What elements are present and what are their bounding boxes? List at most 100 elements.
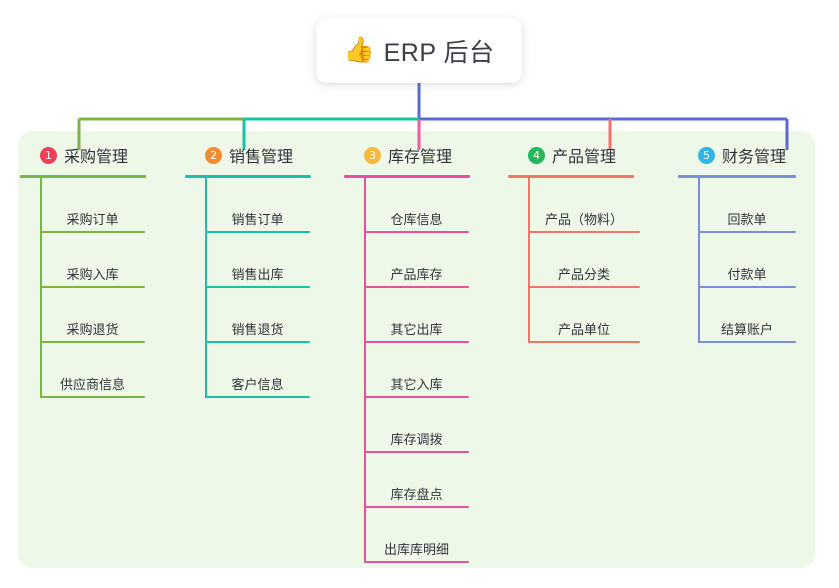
branch-trunk-line: [698, 178, 700, 343]
branch-leaf-item[interactable]: 结算账户: [698, 288, 796, 343]
branch-leaf-label: 客户信息: [231, 377, 284, 392]
branch-leaf-rule: [528, 231, 640, 233]
branch-header-rule: [678, 175, 796, 178]
branch-column-1: 1 采购管理采购订单采购入库采购退货供应商信息: [20, 141, 185, 398]
branch-leaf-item[interactable]: 产品分类: [528, 233, 640, 288]
branch-leaf-label: 产品库存: [390, 267, 443, 282]
branch-leaf-label: 产品（物料）: [544, 212, 623, 227]
branch-column-5: 5 财务管理回款单付款单结算账户: [678, 141, 839, 343]
branches-panel: [18, 131, 815, 568]
branch-leaf-label: 其它出库: [390, 322, 443, 337]
branch-leaf-rule: [205, 286, 310, 288]
branch-leaf-item[interactable]: 库存盘点: [364, 453, 469, 508]
branch-leaf-item[interactable]: 付款单: [698, 233, 796, 288]
branch-trunk-line: [364, 178, 366, 563]
branch-leaf-item[interactable]: 其它入库: [364, 343, 469, 398]
branch-header-rule: [344, 175, 470, 178]
branch-leaf-label: 出库库明细: [383, 542, 449, 557]
branch-title: 采购管理: [64, 149, 129, 166]
branch-leaf-rule: [364, 561, 469, 563]
branch-leaf-rule: [528, 286, 640, 288]
branch-leaf-item[interactable]: 销售订单: [205, 178, 310, 233]
branch-leaf-item[interactable]: 供应商信息: [40, 343, 145, 398]
branch-leaf-rule: [205, 231, 310, 233]
branch-column-3: 3 库存管理仓库信息产品库存其它出库其它入库库存调拨库存盘点出库库明细: [344, 141, 514, 563]
thumbs-up-icon: 👍: [343, 36, 375, 64]
branch-leaf-label: 销售出库: [231, 267, 284, 282]
branch-leaf-rule: [698, 231, 796, 233]
branch-leaf-label: 采购入库: [66, 267, 119, 282]
branch-leaf-item[interactable]: 仓库信息: [364, 178, 469, 233]
branch-items: 回款单付款单结算账户: [678, 178, 839, 343]
branch-leaf-rule: [364, 396, 469, 398]
branch-title: 库存管理: [388, 149, 453, 166]
branch-leaf-label: 采购退货: [66, 322, 119, 337]
branch-leaf-item[interactable]: 出库库明细: [364, 508, 469, 563]
branch-leaf-item[interactable]: 库存调拨: [364, 398, 469, 453]
branch-leaf-item[interactable]: 产品单位: [528, 288, 640, 343]
branch-leaf-item[interactable]: 采购退货: [40, 288, 145, 343]
branch-leaf-rule: [40, 341, 145, 343]
branch-header-5[interactable]: 5 财务管理: [678, 141, 839, 169]
branch-leaf-item[interactable]: 采购入库: [40, 233, 145, 288]
branch-items: 产品（物料） 产品分类产品单位: [508, 178, 678, 343]
branch-leaf-rule: [205, 341, 310, 343]
branch-items: 销售订单销售出库销售退货客户信息: [185, 178, 350, 398]
branch-header-rule: [185, 175, 311, 178]
branch-leaf-rule: [698, 341, 796, 343]
branch-title: 产品管理: [552, 149, 617, 166]
branch-leaf-rule: [364, 286, 469, 288]
root-node-content: 👍 ERP 后台: [343, 33, 494, 69]
branch-items: 仓库信息产品库存其它出库其它入库库存调拨库存盘点出库库明细: [344, 178, 514, 563]
branch-leaf-rule: [364, 451, 469, 453]
branch-header-rule: [508, 175, 634, 178]
branch-header-3[interactable]: 3 库存管理: [344, 141, 514, 169]
branch-leaf-rule: [364, 341, 469, 343]
branch-trunk-line: [205, 178, 207, 398]
branch-title: 财务管理: [722, 149, 787, 166]
branch-leaf-item[interactable]: 产品库存: [364, 233, 469, 288]
root-title: ERP 后台: [383, 38, 495, 67]
root-node[interactable]: 👍 ERP 后台: [316, 18, 522, 83]
branch-trunk-line: [40, 178, 42, 398]
branch-leaf-rule: [40, 396, 145, 398]
branch-leaf-item[interactable]: 采购订单: [40, 178, 145, 233]
branch-leaf-item[interactable]: 其它出库: [364, 288, 469, 343]
branch-leaf-label: 供应商信息: [59, 377, 125, 392]
branch-leaf-label: 结算账户: [720, 322, 773, 337]
branch-leaf-rule: [40, 286, 145, 288]
branch-items: 采购订单采购入库采购退货供应商信息: [20, 178, 185, 398]
branch-header-rule: [20, 175, 146, 178]
branch-leaf-item[interactable]: 销售出库: [205, 233, 310, 288]
branch-leaf-label: 回款单: [727, 212, 767, 227]
branch-leaf-rule: [205, 396, 310, 398]
branch-leaf-item[interactable]: 销售退货: [205, 288, 310, 343]
branch-trunk-line: [528, 178, 530, 343]
branch-leaf-label: 产品单位: [557, 322, 610, 337]
branch-title: 销售管理: [229, 149, 294, 166]
branch-number-badge: 5: [698, 146, 715, 164]
branch-leaf-label: 付款单: [727, 267, 767, 282]
branch-leaf-item[interactable]: 回款单: [698, 178, 796, 233]
branch-number-badge: 1: [40, 146, 57, 164]
branch-leaf-label: 采购订单: [66, 212, 119, 227]
branch-leaf-rule: [40, 231, 145, 233]
branch-leaf-rule: [364, 231, 469, 233]
branch-header-1[interactable]: 1 采购管理: [20, 141, 185, 169]
branch-leaf-item[interactable]: 产品（物料）: [528, 178, 640, 233]
branch-leaf-item[interactable]: 客户信息: [205, 343, 310, 398]
branch-leaf-rule: [698, 286, 796, 288]
branch-leaf-label: 库存盘点: [390, 487, 443, 502]
branch-number-badge: 3: [364, 146, 381, 164]
branch-leaf-label: 产品分类: [557, 267, 610, 282]
branch-leaf-label: 销售订单: [231, 212, 284, 227]
branch-leaf-rule: [528, 341, 640, 343]
branch-leaf-label: 销售退货: [231, 322, 284, 337]
branch-leaf-label: 仓库信息: [390, 212, 443, 227]
